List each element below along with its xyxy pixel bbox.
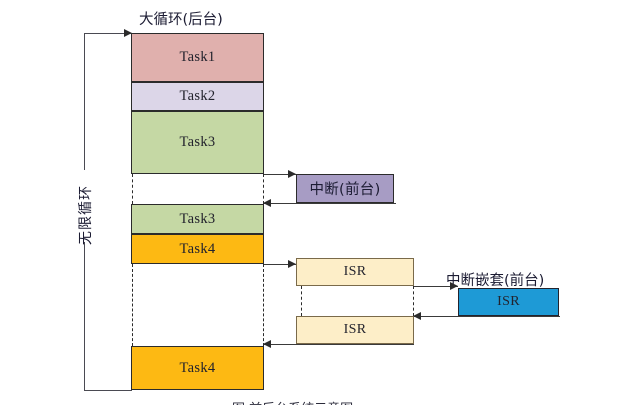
background-loop-title: 大循环(后台) <box>139 12 223 28</box>
nested-isr-label: ISR <box>497 294 520 309</box>
interrupt-entry-arrow-icon <box>288 169 296 178</box>
isr-entry-line <box>264 264 296 265</box>
task-block-task3-resume[interactable]: Task3 <box>131 204 264 234</box>
task-block-label: Task4 <box>179 359 216 376</box>
interrupt-return-arrow-icon <box>263 198 271 207</box>
isr-block-resume[interactable]: ISR <box>296 316 414 344</box>
task-block-task4-first[interactable]: Task4 <box>131 234 264 264</box>
infinite-loop-arrow-icon <box>124 28 132 37</box>
nested-interrupt-title: 中断嵌套(前台) <box>446 273 545 289</box>
suspend-dashed-left-1 <box>132 174 133 204</box>
task-block-label: Task1 <box>179 49 216 65</box>
nested-entry-line <box>414 286 458 287</box>
bracket-inner-mask <box>86 47 132 377</box>
isr-block-label: ISR <box>343 322 367 337</box>
nested-entry-arrow-icon <box>450 281 458 290</box>
interrupt-return-line <box>264 203 396 204</box>
isr-suspend-dashed-right <box>413 286 414 316</box>
isr-return-arrow-icon <box>263 339 271 348</box>
loop-label-backdrop <box>77 170 92 242</box>
isr-entry-arrow-icon <box>288 259 296 268</box>
task-block-task2[interactable]: Task2 <box>131 82 264 111</box>
interrupt-block[interactable]: 中断(前台) <box>296 174 394 203</box>
nested-return-line <box>414 316 560 317</box>
task-block-label: Task4 <box>179 240 216 257</box>
task-block-label: Task3 <box>179 210 216 227</box>
task-block-task4-resume[interactable]: Task4 <box>131 346 264 390</box>
figure-caption: 图 前后台系统示意图 <box>232 398 472 405</box>
task-block-task1[interactable]: Task1 <box>131 33 264 82</box>
nested-return-arrow-icon <box>413 311 421 320</box>
task-block-task3-first[interactable]: Task3 <box>131 111 264 174</box>
interrupt-entry-line <box>264 174 296 175</box>
isr-block-label: ISR <box>343 264 367 279</box>
interrupt-block-label: 中断(前台) <box>309 182 381 198</box>
isr-suspend-dashed-left <box>301 286 302 316</box>
task-block-label: Task3 <box>179 134 216 150</box>
suspend-dashed-left-2 <box>132 264 133 346</box>
suspend-dashed-right-1 <box>263 174 264 204</box>
nested-isr-block[interactable]: ISR <box>458 288 559 316</box>
isr-return-line <box>264 344 414 345</box>
infinite-loop-label-text: 无限循环 <box>78 185 94 245</box>
task-block-label: Task2 <box>179 88 216 104</box>
suspend-dashed-right-2 <box>263 264 264 346</box>
isr-block-first[interactable]: ISR <box>296 258 414 286</box>
